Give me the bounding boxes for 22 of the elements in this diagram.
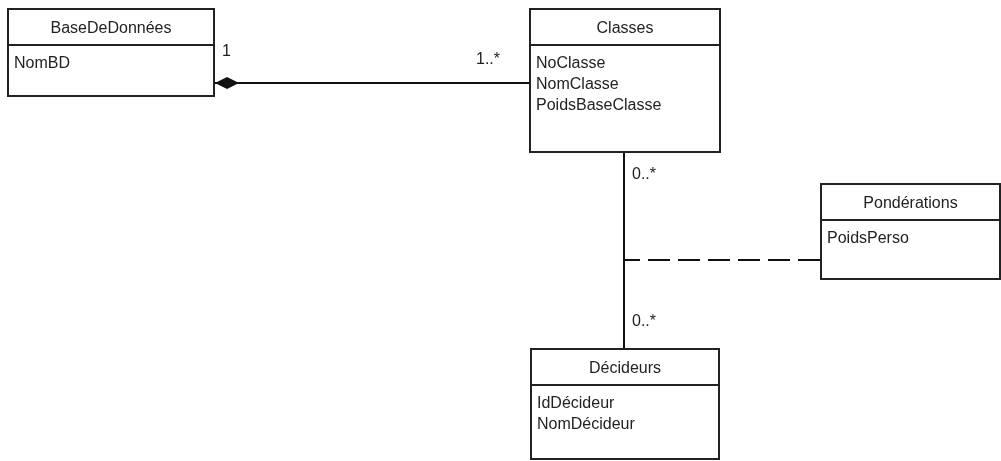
multiplicity-label: 1 (222, 42, 231, 60)
class-box (820, 183, 1001, 280)
association-class-line (623, 259, 821, 261)
class-box (7, 8, 215, 97)
multiplicity-label: 1..* (476, 50, 500, 68)
class-name: Classes (596, 19, 654, 36)
attribute-name: PoidsBaseClasse (536, 95, 662, 115)
class-name: Décideurs (589, 359, 661, 376)
attribute-name: NoClasse (536, 53, 606, 73)
attribute-name: PoidsPerso (827, 228, 909, 248)
multiplicity-label: 0..* (632, 312, 656, 330)
composition-line (214, 77, 530, 89)
association-line (623, 152, 625, 349)
class-box (529, 8, 721, 153)
class-name: BaseDeDonnées (50, 19, 172, 36)
multiplicity-label: 0..* (632, 165, 656, 183)
attribute-name: NomBD (14, 53, 70, 73)
attribute-name: NomClasse (536, 74, 619, 94)
class-name: Pondérations (863, 194, 958, 211)
class-box (530, 348, 720, 460)
attribute-name: NomDécideur (537, 414, 635, 434)
attribute-name: IdDécideur (537, 393, 615, 413)
